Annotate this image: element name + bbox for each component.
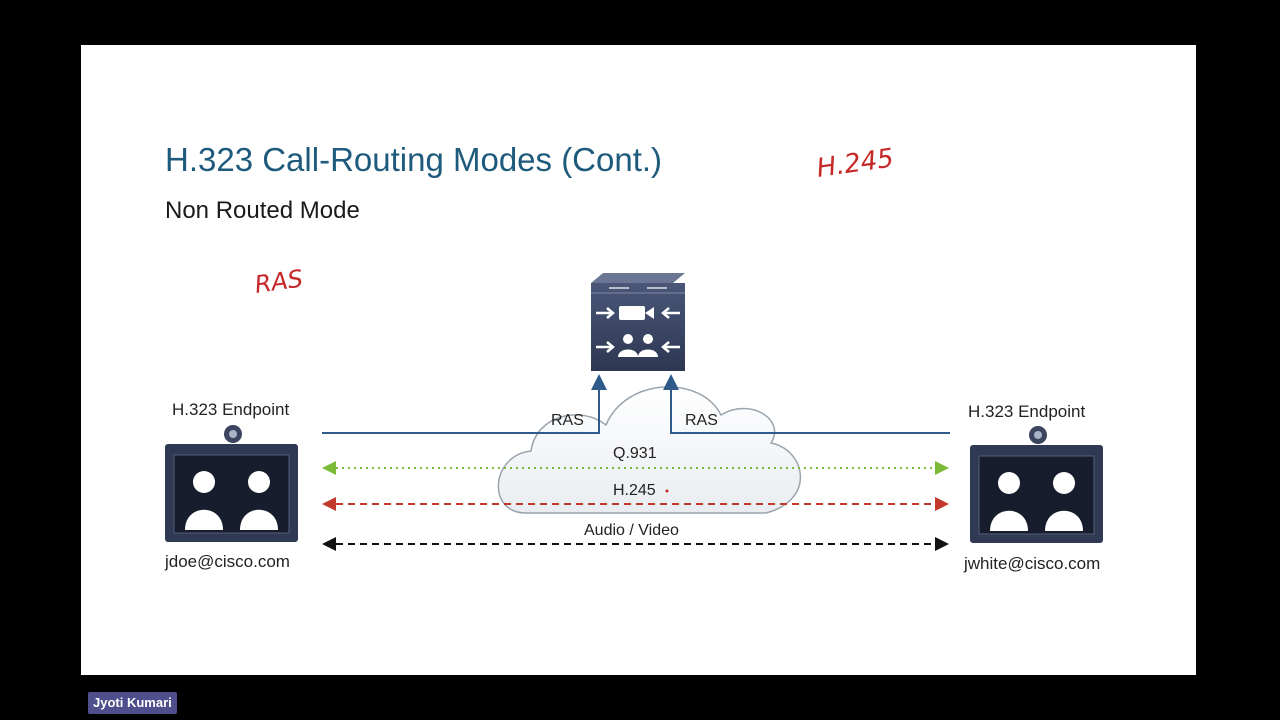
slide-title: H.323 Call-Routing Modes (Cont.) xyxy=(165,141,663,178)
slide: H.323 Call-Routing Modes (Cont.) Non Rou… xyxy=(81,45,1196,675)
slide-subtitle: Non Routed Mode xyxy=(165,197,360,224)
video-endpoint-icon xyxy=(970,426,1103,543)
endpoint-left-role: H.323 Endpoint xyxy=(172,400,289,419)
endpoint-right-role: H.323 Endpoint xyxy=(968,402,1085,421)
endpoint-right: H.323 Endpoint jwhite@cisco.com xyxy=(963,402,1103,573)
handwritten-ras: RAS xyxy=(253,264,305,298)
network-diagram: H.245 RAS xyxy=(164,143,1103,573)
endpoint-left-address: jdoe@cisco.com xyxy=(164,552,290,571)
ras-line-left xyxy=(322,374,607,434)
q931-label: Q.931 xyxy=(613,445,657,462)
ras-label-left: RAS xyxy=(551,412,584,429)
gatekeeper-icon xyxy=(591,273,685,371)
handwritten-h245: H.245 xyxy=(815,143,896,183)
h245-label: H.245 xyxy=(613,482,656,499)
video-endpoint-icon xyxy=(165,425,298,542)
presenter-name-badge: Jyoti Kumari xyxy=(88,692,177,714)
audio-video-label: Audio / Video xyxy=(584,522,679,539)
endpoint-right-address: jwhite@cisco.com xyxy=(963,554,1100,573)
endpoint-left: H.323 Endpoint jdoe@cisco.com xyxy=(164,400,298,571)
ras-label-right: RAS xyxy=(685,412,718,429)
ras-line-right xyxy=(663,374,950,434)
